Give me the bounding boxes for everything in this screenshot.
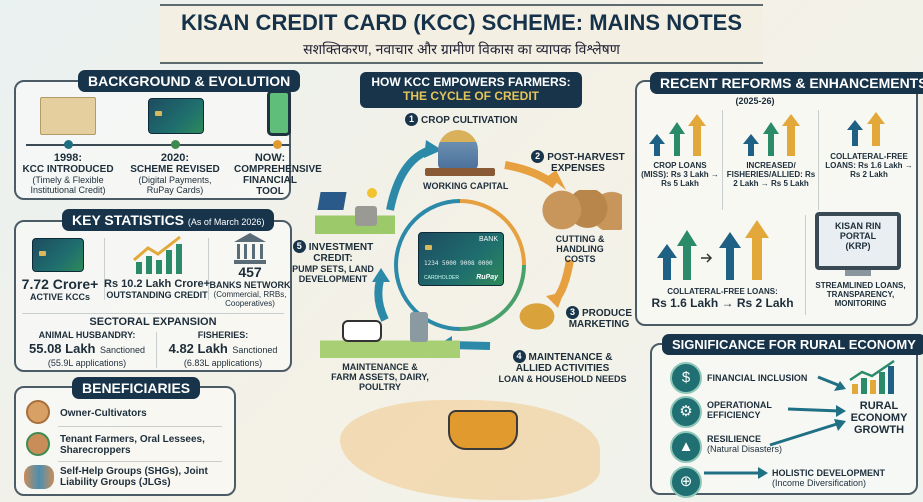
significance-operational-efficiency: OPERATIONAL EFFICIENCY — [707, 400, 772, 420]
reform-crop-loans: CROP LOANS (MISS): Rs 3 Lakh → Rs 5 Lakh — [641, 161, 719, 188]
page-title: KISAN CREDIT CARD (KCC) SCHEME: MAINS NO… — [181, 10, 742, 35]
mountain-resilience-icon: ▲ — [670, 431, 702, 463]
reforms-title: RECENT REFORMS & ENHANCEMENTS — [650, 72, 923, 94]
sectoral-expansion-title: SECTORAL EXPANSION — [89, 316, 217, 328]
farmer-avatar-icon — [26, 400, 50, 424]
milestone-now: NOW: COMPREHENSIVE FINANCIAL TOOL — [234, 152, 322, 197]
beneficiary-item: Tenant Farmers, Oral Lessees, Sharecropp… — [60, 434, 205, 456]
beneficiaries-title: BENEFICIARIES — [72, 377, 201, 399]
beneficiary-item: Owner-Cultivators — [60, 408, 147, 419]
title-banner: KISAN CREDIT CARD (KCC) SCHEME: MAINS NO… — [160, 4, 763, 64]
tractor-illustration — [448, 410, 518, 450]
smartphone-icon — [267, 90, 291, 136]
cycle-title: HOW KCC EMPOWERS FARMERS: THE CYCLE OF C… — [360, 72, 582, 108]
divider — [208, 238, 209, 300]
significance-holistic-development: HOLISTIC DEVELOPMENT(Income Diversificat… — [772, 468, 886, 488]
milestone-2020: 2020: SCHEME REVISED (Digital Payments, … — [130, 152, 220, 195]
divider — [58, 426, 222, 427]
timeline-dot — [171, 140, 180, 149]
milestone-1998: 1998: KCC INTRODUCED (Timely & Flexible … — [22, 152, 114, 195]
rupay-card-icon — [148, 98, 204, 134]
divider — [104, 238, 105, 300]
money-hand-icon: $ — [670, 362, 702, 394]
divider — [22, 313, 284, 314]
kcc-rupay-card: BANK 1234 5000 9008 0000 CARDHOLDER RuPa… — [418, 232, 504, 286]
step-1-caption: WORKING CAPITAL — [423, 181, 509, 191]
produce-illustration — [510, 296, 564, 330]
reforms-period: (2025-26) — [735, 96, 775, 106]
rural-economy-growth: RURAL ECONOMY GROWTH — [850, 400, 908, 436]
divider — [156, 332, 157, 368]
reform-collateral-free: COLLATERAL-FREE LOANS: Rs 1.6 Lakh → Rs … — [825, 152, 913, 179]
dairy-poultry-illustration — [320, 308, 460, 358]
grain-sacks-illustration — [536, 190, 622, 230]
page-subtitle: सशक्तिकरण, नवाचार और ग्रामीण विकास का व्… — [303, 41, 620, 57]
kcc-card-icon — [32, 238, 84, 272]
stat-outstanding-credit: Rs 10.2 Lakh Crore+OUTSTANDING CREDIT — [104, 278, 211, 300]
background-title: BACKGROUND & EVOLUTION — [78, 70, 301, 92]
stat-active-kccs: 7.72 Crore+ACTIVE KCCs — [21, 276, 99, 302]
network-people-icon: ⊕ — [670, 466, 702, 498]
farm-assets-caption: MAINTENANCE &FARM ASSETS, DAIRY, POULTRY — [331, 362, 429, 392]
beneficiary-item: Self-Help Groups (SHGs), Joint Liability… — [60, 466, 208, 488]
significance-resilience: RESILIENCE(Natural Disasters) — [707, 434, 783, 454]
farmer-cultivating-illustration — [438, 130, 478, 170]
soil-illustration — [425, 168, 495, 176]
divider — [58, 461, 222, 462]
divider — [722, 110, 723, 210]
timeline-dot — [273, 140, 282, 149]
tenant-farmer-avatar-icon — [26, 432, 50, 456]
collateral-free-highlight: COLLATERAL-FREE LOANS:Rs 1.6 Lakh → Rs 2… — [651, 287, 794, 310]
monitor-stand-icon — [845, 270, 871, 276]
kisan-rin-portal-monitor[interactable]: KISAN RIN PORTAL (KRP) — [815, 212, 901, 270]
step-2-caption: CUTTING & HANDLING COSTS — [555, 234, 605, 264]
portal-caption: STREAMLINED LOANS, TRANSPARENCY, MONITOR… — [815, 281, 906, 308]
group-avatar-icon — [24, 465, 54, 489]
solar-pump-well-illustration — [315, 188, 395, 234]
sector-animal-husbandry: ANIMAL HUSBANDRY: 55.08 Lakh Sanctioned … — [29, 330, 145, 368]
significance-financial-inclusion: FINANCIAL INCLUSION — [707, 373, 808, 383]
reform-fisheries-allied: INCREASED/ FISHERIES/ALLIED: Rs 2 Lakh →… — [726, 161, 816, 188]
timeline-dot — [64, 140, 73, 149]
timeline-line — [26, 144, 290, 146]
gear-check-icon: ⚙ — [670, 396, 702, 428]
sector-fisheries: FISHERIES: 4.82 Lakh Sanctioned (6.83L a… — [168, 330, 278, 368]
divider — [818, 110, 819, 210]
significance-title: SIGNIFICANCE FOR RURAL ECONOMY — [662, 334, 923, 355]
divider — [805, 215, 806, 315]
paper-kcc-icon — [40, 97, 96, 135]
key-statistics-title: KEY STATISTICS (As of March 2026) — [62, 209, 275, 231]
